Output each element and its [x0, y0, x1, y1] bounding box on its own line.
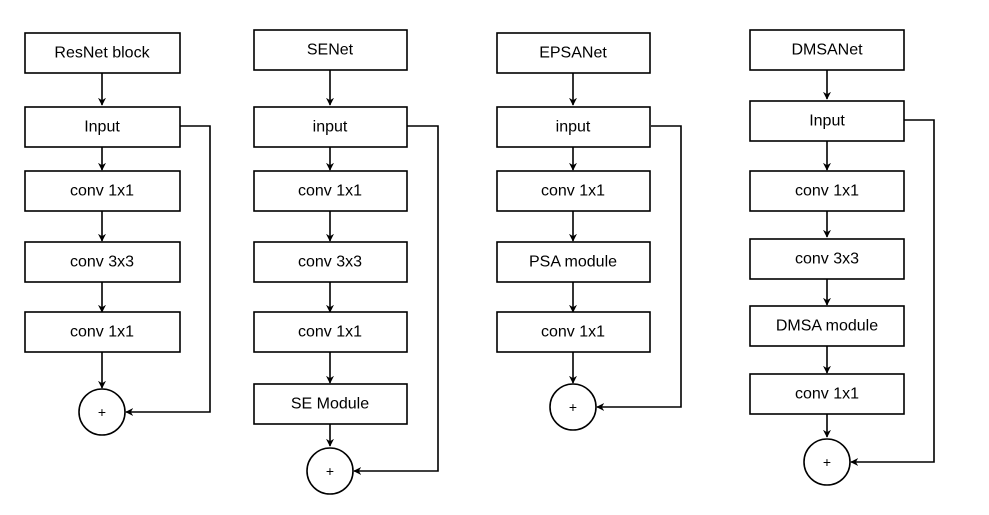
plus-icon: + [569, 399, 577, 415]
column-dmsanet: DMSANet Input conv 1x1 conv 3x3 DMSA mod… [749, 29, 935, 486]
skip-connection [353, 125, 439, 475]
conv-1x1-box: conv 1x1 [749, 170, 905, 212]
input-box: Input [24, 106, 181, 148]
title-label: DMSANet [791, 42, 863, 59]
node-label: Input [84, 119, 120, 136]
input-box: Input [749, 100, 905, 142]
node-label: PSA module [529, 254, 617, 271]
conv-1x1-box: conv 1x1 [253, 170, 408, 212]
node-label: conv 1x1 [795, 183, 859, 200]
se-module-box: SE Module [253, 383, 408, 425]
node-label: DMSA module [776, 318, 878, 335]
conv-1x1-box: conv 1x1 [749, 373, 905, 415]
node-label: Input [809, 113, 845, 130]
conv-1x1-box: conv 1x1 [24, 311, 181, 353]
node-label: conv 1x1 [70, 324, 134, 341]
column-resnet-block: ResNet block Input conv 1x1 conv 3x3 con… [24, 32, 211, 436]
column-epsanet: EPSANet input conv 1x1 PSA module conv 1… [496, 32, 682, 431]
title-box: DMSANet [749, 29, 905, 71]
sum-node: + [549, 383, 597, 431]
node-label: conv 1x1 [541, 183, 605, 200]
skip-connection [596, 125, 682, 411]
node-label: conv 1x1 [70, 183, 134, 200]
dmsa-module-box: DMSA module [749, 305, 905, 347]
plus-icon: + [326, 463, 334, 479]
node-label: conv 1x1 [298, 183, 362, 200]
skip-connection [125, 125, 211, 416]
conv-3x3-box: conv 3x3 [24, 241, 181, 283]
column-senet: SENet input conv 1x1 conv 3x3 conv 1x1 S… [253, 29, 439, 495]
sum-node: + [803, 438, 851, 486]
title-label: ResNet block [54, 45, 150, 62]
input-box: input [253, 106, 408, 148]
node-label: conv 1x1 [541, 324, 605, 341]
title-label: SENet [307, 42, 354, 59]
sum-node: + [306, 447, 354, 495]
node-label: input [556, 119, 591, 136]
input-box: input [496, 106, 651, 148]
title-box: ResNet block [24, 32, 181, 74]
node-label: conv 3x3 [298, 254, 362, 271]
conv-1x1-box: conv 1x1 [496, 170, 651, 212]
title-label: EPSANet [539, 45, 607, 62]
conv-3x3-box: conv 3x3 [749, 238, 905, 280]
plus-icon: + [823, 454, 831, 470]
conv-1x1-box: conv 1x1 [253, 311, 408, 353]
psa-module-box: PSA module [496, 241, 651, 283]
conv-3x3-box: conv 3x3 [253, 241, 408, 283]
sum-node: + [78, 388, 126, 436]
plus-icon: + [98, 404, 106, 420]
node-label: conv 1x1 [795, 386, 859, 403]
node-label: SE Module [291, 396, 369, 413]
skip-connection [850, 119, 935, 466]
node-label: conv 3x3 [795, 251, 859, 268]
title-box: SENet [253, 29, 408, 71]
conv-1x1-box: conv 1x1 [24, 170, 181, 212]
conv-1x1-box: conv 1x1 [496, 311, 651, 353]
node-label: conv 3x3 [70, 254, 134, 271]
node-label: input [313, 119, 348, 136]
title-box: EPSANet [496, 32, 651, 74]
node-label: conv 1x1 [298, 324, 362, 341]
